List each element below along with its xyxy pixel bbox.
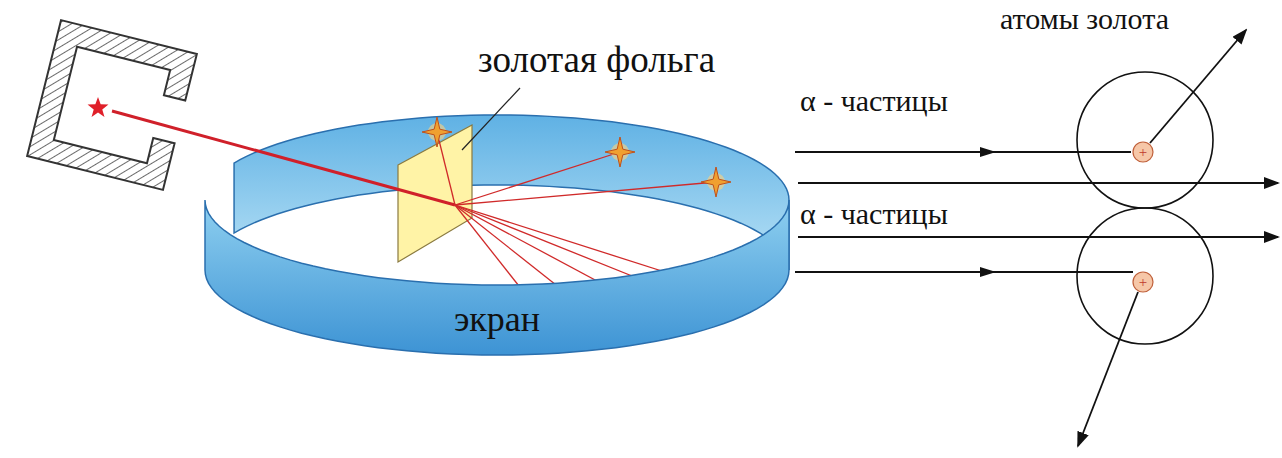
alpha-label: α - частицы [800,197,948,230]
arrowhead [980,267,996,277]
scattered-ray [437,132,455,205]
alpha-trajectory [795,151,1131,153]
nucleus-charge: + [1139,145,1147,160]
screen-front-wall [205,200,789,355]
atoms-label: атомы золота [1000,2,1169,35]
scattered-ray [455,182,716,205]
screen-label: экран [454,301,540,337]
alpha-label: α - частицы [800,84,948,117]
radioactive-source-star [88,97,109,117]
alpha-trajectory [1150,30,1246,143]
alpha-source [27,20,197,190]
alpha-beam [112,111,455,205]
alpha-trajectory [795,271,1133,273]
scintillation-flash [605,137,635,167]
screen-back-wall [234,115,789,270]
leader-line [462,88,520,150]
alpha-trajectory [798,182,1278,184]
nucleus-charge: + [1139,275,1147,290]
alpha-trajectory [1078,292,1138,446]
foil-label: золотая фольга [478,40,715,81]
scintillation-flash [422,117,452,147]
arrowhead [980,147,996,157]
nucleus [1133,272,1153,292]
scintillation-flash [701,167,731,197]
scattered-ray [455,152,620,205]
gold-atom [1077,208,1213,344]
alpha-trajectory [798,236,1278,238]
scattered-ray [455,205,690,280]
source-housing [27,20,197,190]
nucleus [1133,142,1153,162]
